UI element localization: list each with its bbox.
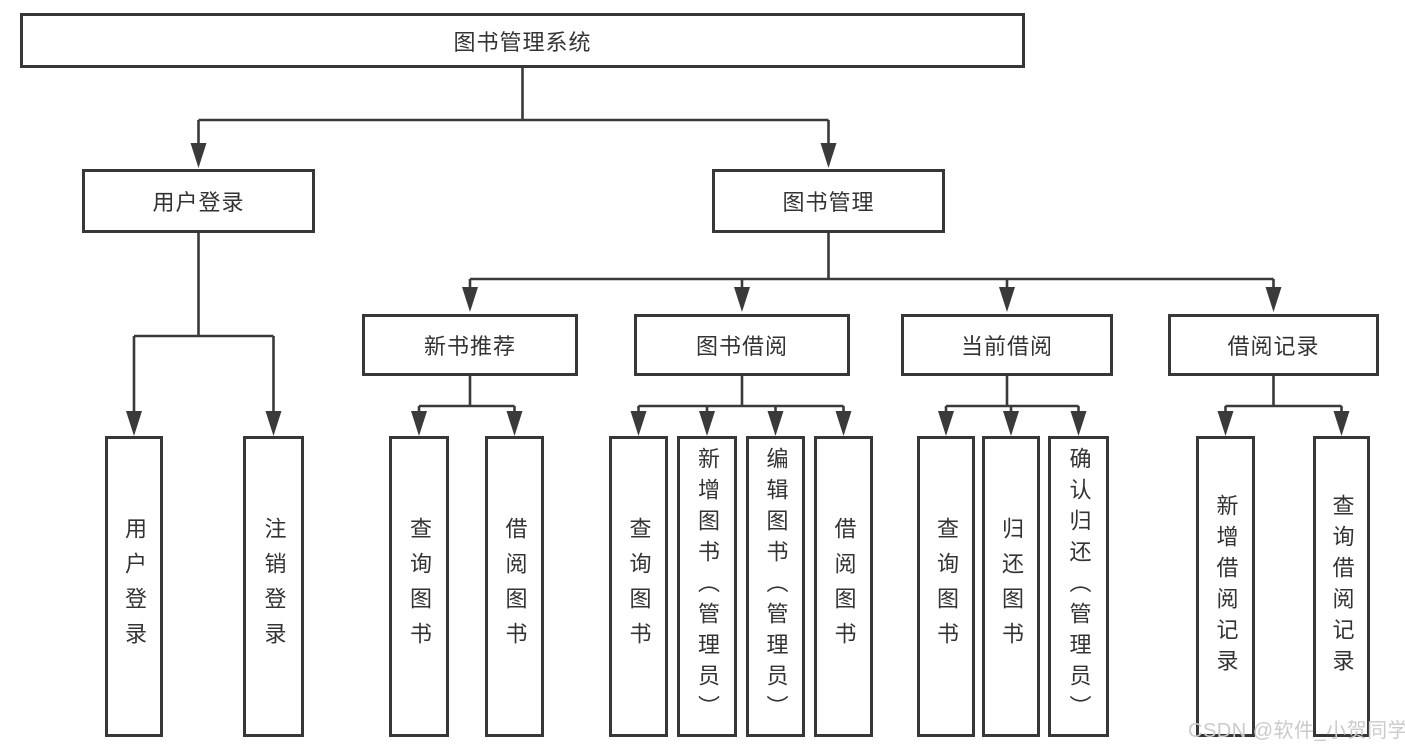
leaf-nbr-borrow-book-label: 借阅图书 [502,516,528,657]
node-new-book-recommend-label: 新书推荐 [423,334,516,359]
leaf-cb-confirm-return: 确认归还（管理员） [1048,436,1109,737]
leaf-cb-return-book: 归还图书 [982,436,1040,737]
leaf-bb-edit-book: 编辑图书（管理员） [746,436,805,737]
leaf-br-add-record: 新增借阅记录 [1196,436,1255,737]
leaf-br-query-record-label: 查询借阅记录 [1329,493,1355,680]
node-borrow-records: 借阅记录 [1168,314,1379,376]
node-book-management-label: 图书管理 [782,190,875,215]
node-book-management: 图书管理 [712,169,945,233]
leaf-bb-query-book-label: 查询图书 [626,516,652,657]
leaf-br-add-record-label: 新增借阅记录 [1213,493,1239,680]
leaf-nbr-query-book: 查询图书 [389,436,449,737]
node-new-book-recommend: 新书推荐 [362,314,578,376]
csdn-watermark: CSDN @软件_小贺同学 [1188,720,1405,742]
leaf-bb-add-book-label: 新增图书（管理员） [695,447,720,726]
leaf-logout-label: 注销登录 [261,516,287,657]
node-root: 图书管理系统 [20,13,1025,68]
node-current-borrow: 当前借阅 [901,314,1113,376]
leaf-bb-edit-book-label: 编辑图书（管理员） [763,447,789,726]
node-book-borrow: 图书借阅 [634,314,850,376]
leaf-user-login: 用户登录 [105,436,163,737]
leaf-bb-add-book: 新增图书（管理员） [677,436,737,737]
node-book-borrow-label: 图书借阅 [695,334,788,359]
node-user-login-label: 用户登录 [152,190,245,215]
leaf-cb-query-book: 查询图书 [917,436,975,737]
leaf-br-query-record: 查询借阅记录 [1313,436,1370,737]
leaf-cb-query-book-label: 查询图书 [934,516,959,657]
leaf-cb-return-book-label: 归还图书 [999,516,1024,657]
leaf-bb-borrow-book-label: 借阅图书 [831,516,857,657]
leaf-nbr-borrow-book: 借阅图书 [485,436,544,737]
node-borrow-records-label: 借阅记录 [1227,334,1320,359]
leaf-bb-query-book: 查询图书 [609,436,668,737]
leaf-user-login-label: 用户登录 [122,516,147,657]
node-root-label: 图书管理系统 [453,29,592,55]
node-user-login: 用户登录 [82,169,315,233]
leaf-cb-confirm-return-label: 确认归还（管理员） [1066,447,1092,726]
leaf-nbr-query-book-label: 查询图书 [407,516,432,657]
leaf-bb-borrow-book: 借阅图书 [814,436,873,737]
node-current-borrow-label: 当前借阅 [960,334,1053,359]
leaf-logout: 注销登录 [243,436,304,737]
